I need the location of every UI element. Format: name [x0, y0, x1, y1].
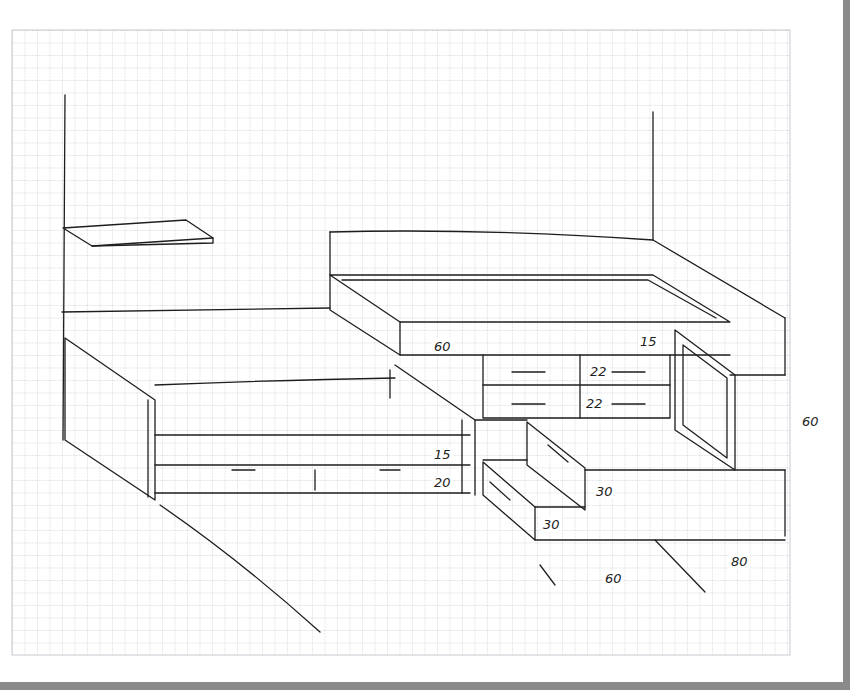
dimension-label-holder: 15 [638, 332, 659, 350]
dimension-label-holder: 80 [729, 552, 750, 570]
dimension-label: 20 [432, 475, 453, 490]
dimension-label-holder: 60 [603, 569, 624, 587]
dimension-label-holder: 22 [588, 362, 609, 380]
dimension-label: 60 [800, 414, 821, 429]
dimension-label-holder: 60 [432, 337, 453, 355]
dimension-label: 30 [541, 517, 562, 532]
dimension-label: 22 [588, 364, 609, 379]
dimension-label: 15 [638, 334, 659, 349]
dimension-label-holder: 22 [584, 394, 605, 412]
dimension-label-holder: 15 [432, 445, 453, 463]
dimension-label-holder: 60 [800, 412, 821, 430]
dimension-label-holder: 30 [541, 515, 562, 533]
dimension-label-holder: 20 [432, 473, 453, 491]
dimension-label-holder: 30 [594, 482, 615, 500]
dimension-label: 80 [729, 554, 750, 569]
dimension-label: 22 [584, 396, 605, 411]
dimension-label: 30 [594, 484, 615, 499]
dimension-label: 60 [603, 571, 624, 586]
dimension-label: 15 [432, 447, 453, 462]
dimension-label: 60 [432, 339, 453, 354]
